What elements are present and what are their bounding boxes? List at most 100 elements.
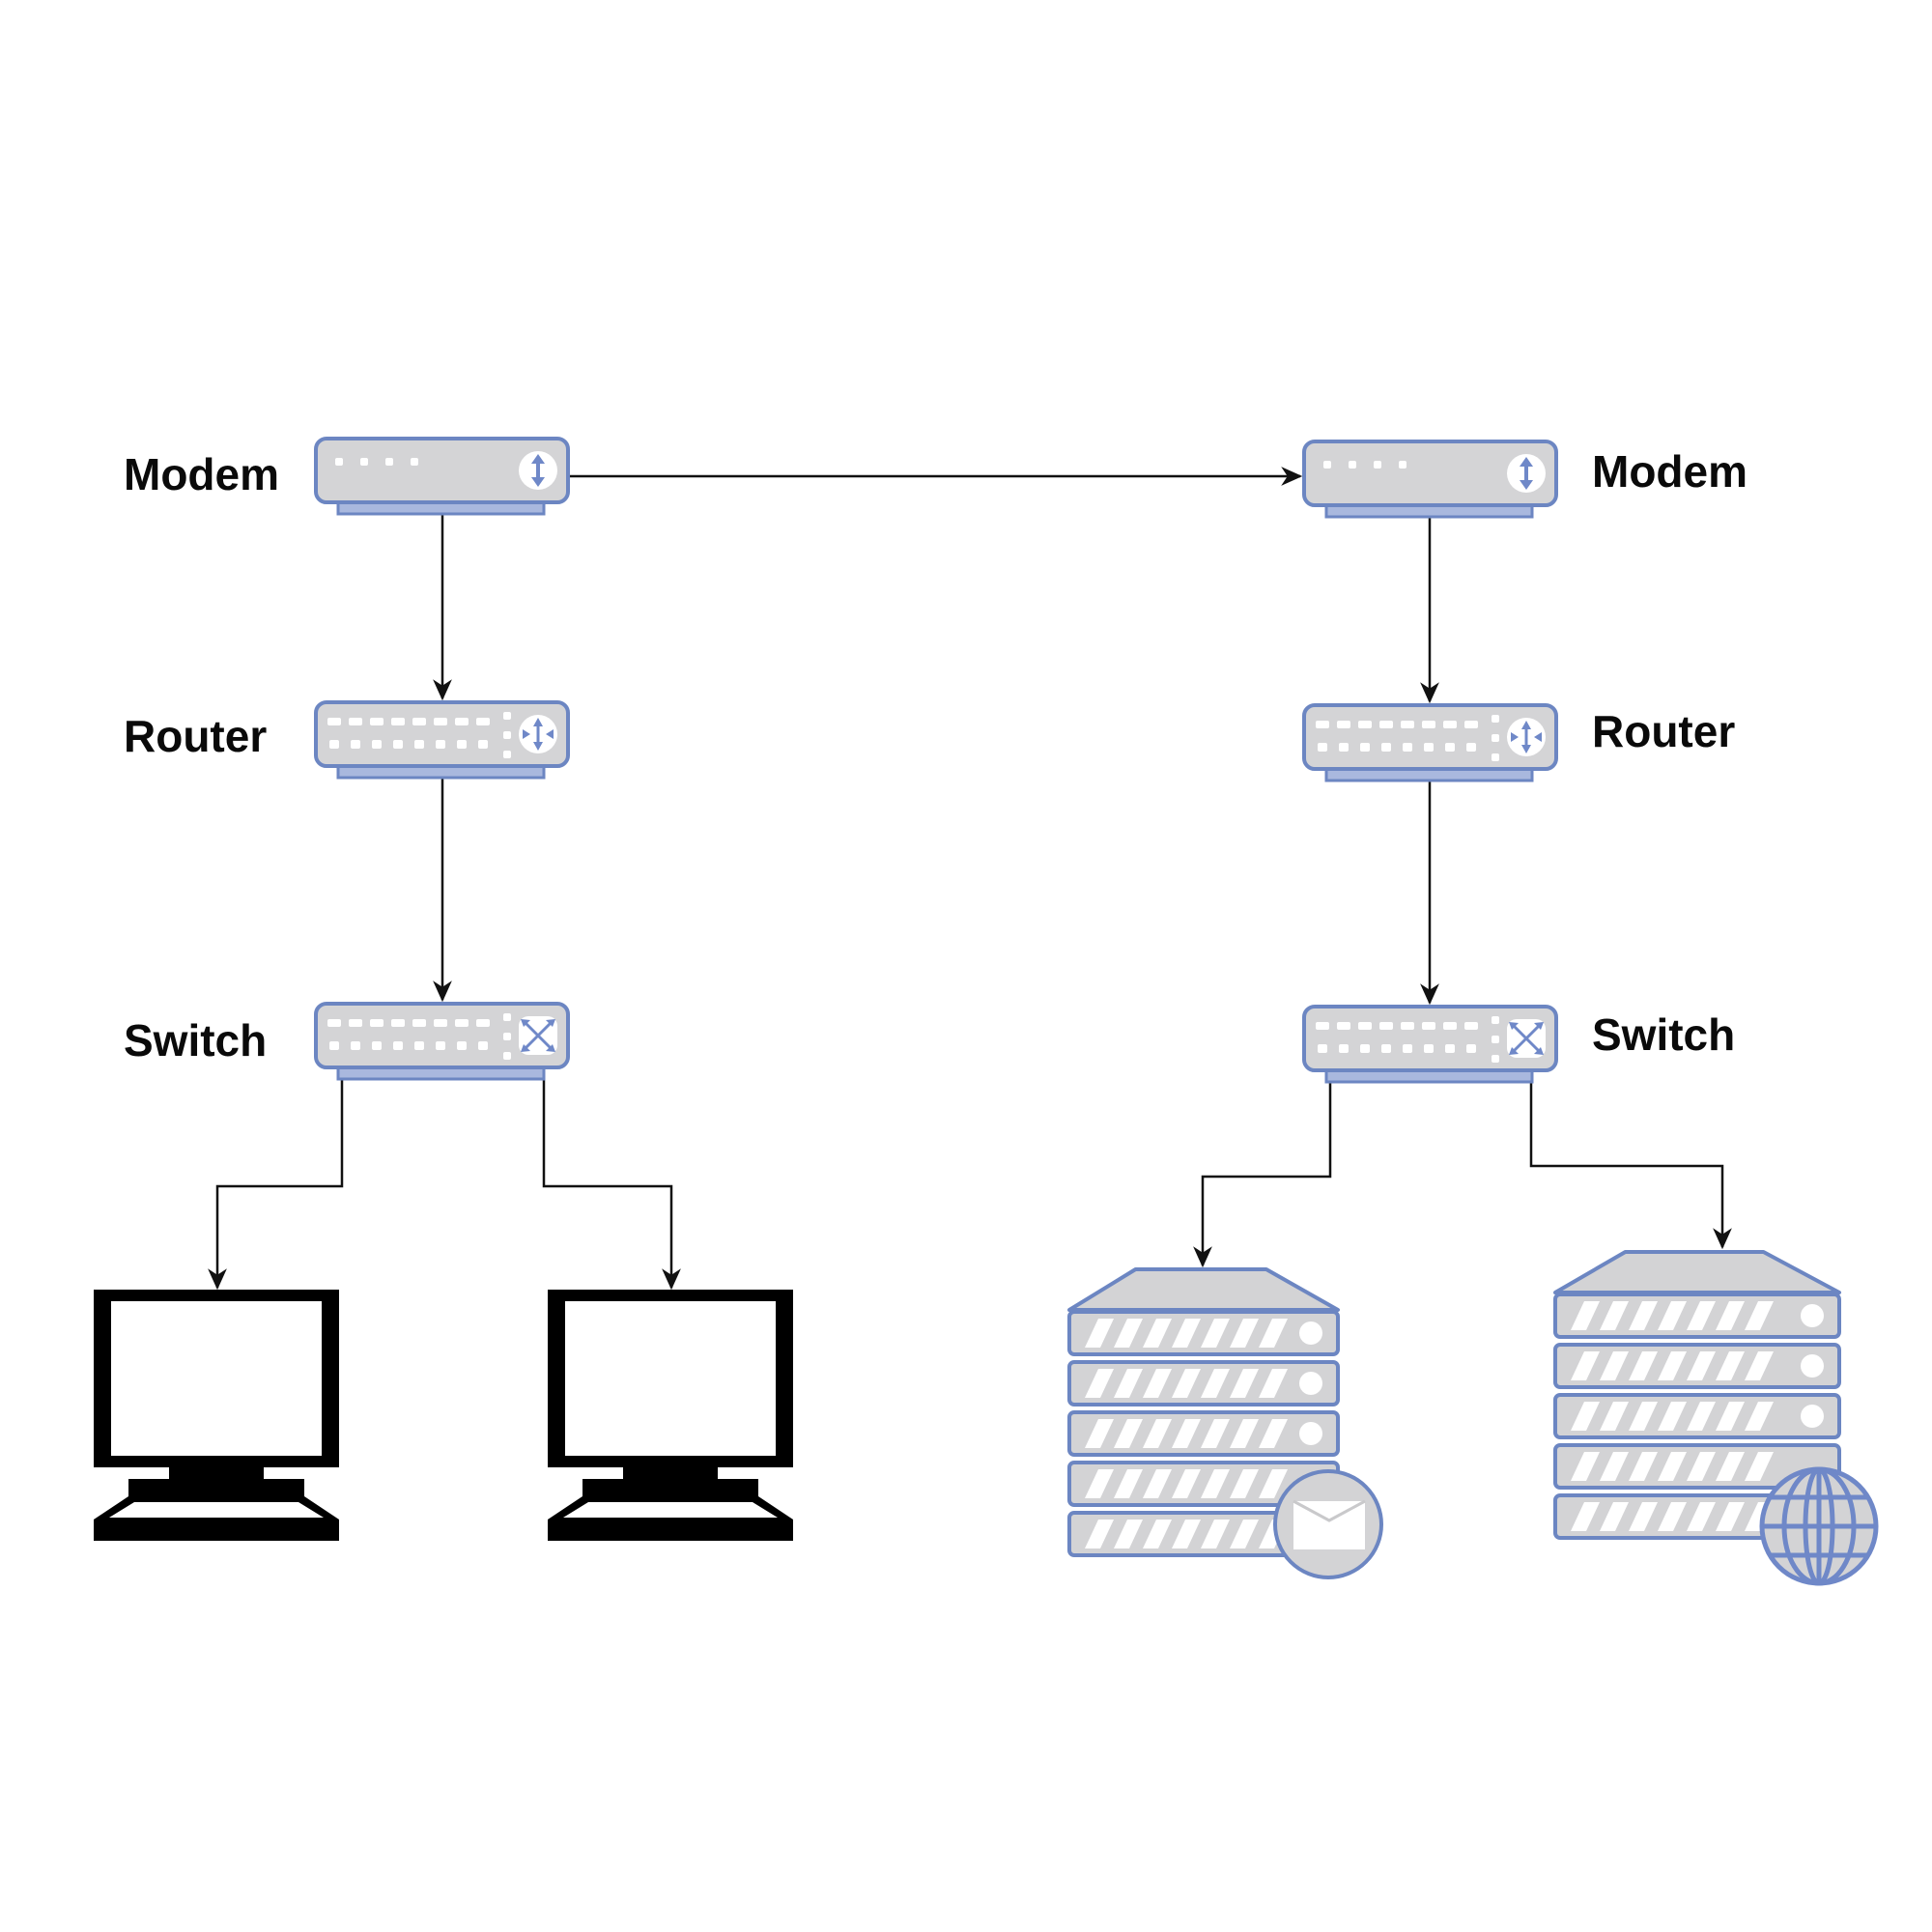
server-rack-unit	[1553, 1443, 1841, 1490]
vent-stripe	[1143, 1520, 1172, 1548]
vent-stripe	[1600, 1452, 1629, 1481]
vent-stripe	[1571, 1351, 1600, 1380]
vent-stripe	[1172, 1369, 1201, 1398]
vent-stripe	[1143, 1469, 1172, 1498]
connector-left-switch-to-computer-1	[208, 1079, 344, 1291]
router-icon	[1507, 718, 1546, 756]
computer-icon	[548, 1290, 793, 1541]
web-server-icon	[1553, 1250, 1841, 1540]
vent-stripe	[1114, 1520, 1143, 1548]
globe-badge	[1759, 1466, 1879, 1586]
vent-stripe	[1259, 1419, 1288, 1448]
left-router[interactable]	[316, 702, 568, 778]
left-modem[interactable]	[314, 437, 570, 516]
status-light	[1801, 1405, 1824, 1428]
vent-stripe	[1600, 1301, 1629, 1330]
vent-stripe	[1259, 1319, 1288, 1348]
mail-server[interactable]	[1067, 1267, 1383, 1579]
right-modem[interactable]	[1302, 440, 1558, 519]
server-rack-unit	[1067, 1310, 1340, 1356]
vent-stripe	[1085, 1369, 1114, 1398]
vent-stripe	[1658, 1452, 1687, 1481]
right-switch[interactable]	[1304, 1007, 1556, 1082]
server-rack-unit	[1067, 1461, 1340, 1507]
vent-stripe	[1230, 1319, 1259, 1348]
vent-stripe	[1085, 1319, 1114, 1348]
vent-stripe	[1085, 1419, 1114, 1448]
vent-stripe	[1230, 1520, 1259, 1548]
vent-stripe	[1745, 1301, 1774, 1330]
envelope-icon	[1293, 1499, 1366, 1549]
vent-stripe	[1114, 1419, 1143, 1448]
server-rack-unit	[1067, 1511, 1340, 1557]
status-light	[1801, 1304, 1824, 1327]
left-modem-label: Modem	[124, 449, 279, 499]
vent-stripe	[1172, 1319, 1201, 1348]
right-router[interactable]	[1304, 705, 1556, 781]
vent-stripe	[1687, 1402, 1716, 1431]
vent-stripe	[1571, 1301, 1600, 1330]
vent-stripe	[1230, 1469, 1259, 1498]
vent-stripe	[1571, 1452, 1600, 1481]
server-rack-unit	[1553, 1293, 1841, 1339]
vent-stripe	[1629, 1502, 1658, 1531]
vent-stripe	[1716, 1502, 1745, 1531]
vent-stripe	[1571, 1502, 1600, 1531]
vent-stripe	[1600, 1402, 1629, 1431]
vent-stripe	[1085, 1469, 1114, 1498]
vent-stripe	[1201, 1369, 1230, 1398]
left-computer-1[interactable]	[94, 1290, 339, 1541]
router-icon	[519, 715, 557, 753]
vent-stripe	[1259, 1369, 1288, 1398]
status-light	[1299, 1321, 1322, 1345]
vent-stripe	[1629, 1301, 1658, 1330]
vent-stripe	[1716, 1452, 1745, 1481]
vent-stripe	[1687, 1452, 1716, 1481]
web-server[interactable]	[1553, 1250, 1879, 1586]
vent-stripe	[1114, 1469, 1143, 1498]
left-switch[interactable]	[316, 1004, 568, 1079]
vent-stripe	[1658, 1351, 1687, 1380]
vent-stripe	[1658, 1502, 1687, 1531]
connector-left-switch-to-computer-2	[542, 1079, 681, 1291]
vent-stripe	[1629, 1351, 1658, 1380]
computer-icon	[94, 1290, 339, 1541]
right-router-label: Router	[1592, 706, 1736, 756]
connector-right-switch-to-web-server	[1529, 1080, 1732, 1250]
vent-stripe	[1716, 1402, 1745, 1431]
vent-stripe	[1658, 1301, 1687, 1330]
server-rack-unit	[1067, 1360, 1340, 1406]
left-computer-2[interactable]	[548, 1290, 793, 1541]
vent-stripe	[1201, 1419, 1230, 1448]
vent-stripe	[1172, 1419, 1201, 1448]
envelope-badge	[1273, 1469, 1383, 1579]
vent-stripe	[1259, 1469, 1288, 1498]
server-rack-unit	[1553, 1393, 1841, 1439]
right-switch-label: Switch	[1592, 1009, 1736, 1060]
modem-icon	[314, 437, 570, 516]
server-top-cap	[1553, 1250, 1841, 1294]
connector-right-switch-to-mail-server	[1193, 1080, 1332, 1268]
switch-icon	[519, 1016, 557, 1055]
vent-stripe	[1201, 1469, 1230, 1498]
modem-icon	[1302, 440, 1558, 519]
vent-stripe	[1745, 1351, 1774, 1380]
vent-stripe	[1629, 1452, 1658, 1481]
vent-stripe	[1687, 1351, 1716, 1380]
server-top-cap	[1067, 1267, 1340, 1312]
vent-stripe	[1230, 1369, 1259, 1398]
vent-stripe	[1600, 1502, 1629, 1531]
vent-stripe	[1745, 1402, 1774, 1431]
vent-stripe	[1687, 1502, 1716, 1531]
vent-stripe	[1143, 1369, 1172, 1398]
right-modem-label: Modem	[1592, 446, 1747, 497]
vent-stripe	[1114, 1369, 1143, 1398]
vent-stripe	[1143, 1319, 1172, 1348]
vent-stripe	[1085, 1520, 1114, 1548]
vent-stripe	[1201, 1520, 1230, 1548]
status-light	[1299, 1372, 1322, 1395]
vent-stripe	[1230, 1419, 1259, 1448]
vent-stripe	[1687, 1301, 1716, 1330]
vent-stripe	[1658, 1402, 1687, 1431]
status-light	[1299, 1422, 1322, 1445]
